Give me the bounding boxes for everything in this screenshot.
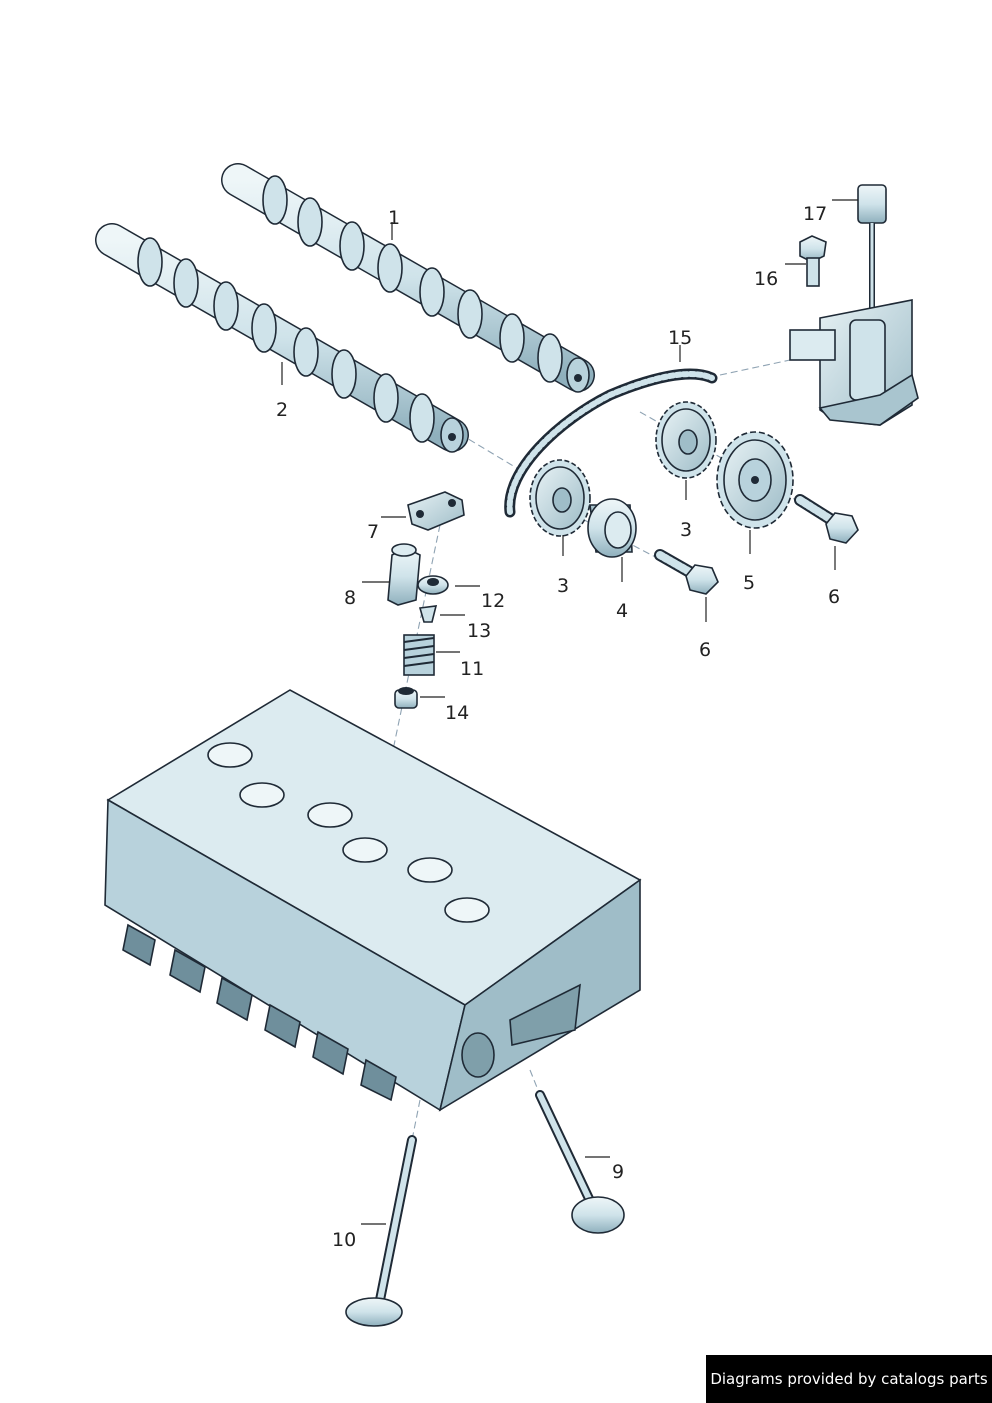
valve-collet	[418, 605, 438, 623]
callout-11: 11	[460, 658, 484, 680]
callout-3-left: 3	[557, 575, 569, 597]
camshaft-sprocket-left	[529, 459, 591, 537]
camshaft-upper	[221, 163, 595, 393]
intake-valve	[345, 1135, 417, 1327]
timing-chain	[504, 368, 718, 518]
valve-spring-retainer	[417, 575, 449, 595]
bolt-left	[654, 549, 719, 595]
callout-17: 17	[803, 203, 827, 225]
callout-labels: 1 2 15 3 3 4 5 6 6 7 8 12 13 11 14 17 16…	[276, 203, 840, 1251]
callout-1: 1	[388, 207, 400, 229]
callout-5: 5	[743, 572, 755, 594]
callout-2: 2	[276, 399, 288, 421]
hydraulic-lifter	[387, 543, 421, 606]
valve-stem-seal	[394, 687, 418, 709]
chain-tensioner	[789, 184, 919, 426]
cylinder-head	[104, 689, 642, 1112]
callout-15: 15	[668, 327, 692, 349]
callout-6-left: 6	[699, 639, 711, 661]
callout-13: 13	[467, 620, 491, 642]
callout-9: 9	[612, 1161, 624, 1183]
tensioner-bolt	[799, 235, 827, 287]
camshaft-lower	[95, 223, 469, 453]
callout-10: 10	[332, 1229, 356, 1251]
callout-3-right: 3	[680, 519, 692, 541]
roller-rocker-arm	[407, 491, 465, 531]
credit-text: Diagrams provided by catalogs parts	[710, 1370, 988, 1388]
valve-spring	[403, 634, 435, 676]
camshaft-adjuster	[587, 498, 637, 558]
credit-banner: Diagrams provided by catalogs parts	[706, 1355, 992, 1403]
callout-6-right: 6	[828, 586, 840, 608]
callout-4: 4	[616, 600, 628, 622]
camshaft-sprocket-right	[655, 401, 717, 479]
exhaust-valve	[535, 1090, 625, 1234]
gear-wheel	[716, 431, 794, 529]
callout-16: 16	[754, 268, 778, 290]
callout-8: 8	[344, 587, 356, 609]
callout-14: 14	[445, 702, 469, 724]
callout-7: 7	[367, 521, 379, 543]
callout-12: 12	[481, 590, 505, 612]
leader-lines	[281, 199, 858, 1225]
bolt-right	[794, 494, 859, 544]
